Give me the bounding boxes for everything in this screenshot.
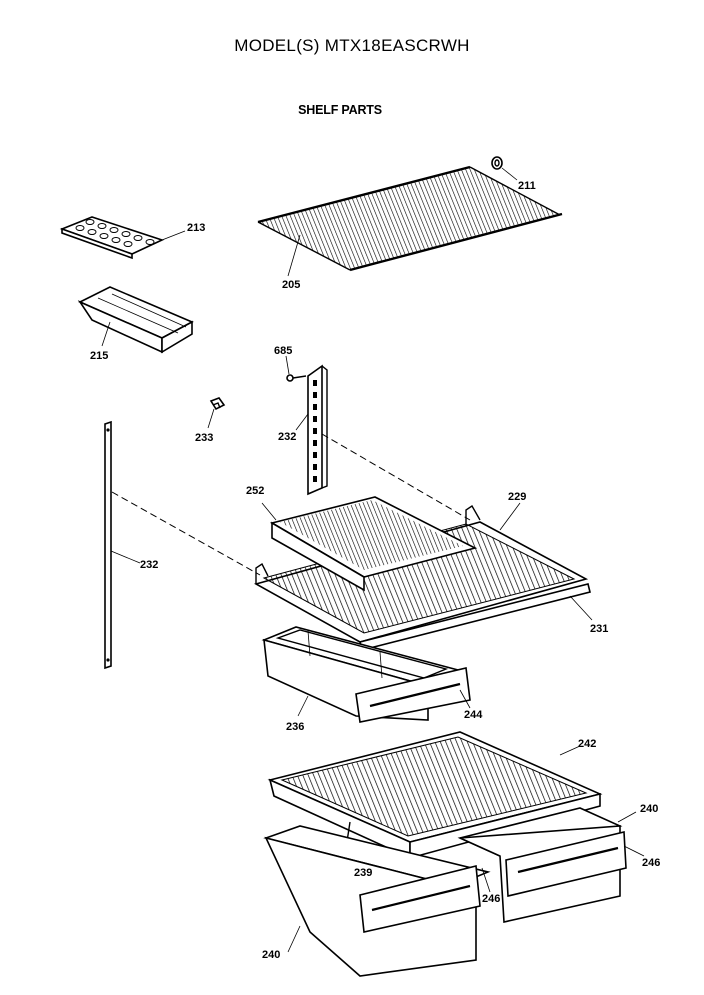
- part-685-screw: [285, 355, 307, 382]
- callout-240-left: 240: [262, 949, 280, 961]
- part-242-crisper-cover: [267, 731, 603, 860]
- part-240-left-crisper: [263, 825, 491, 977]
- callout-211: 211: [518, 180, 536, 192]
- callout-231: 231: [590, 623, 608, 635]
- section-title: SHELF PARTS: [298, 103, 382, 117]
- callout-232-lower: 232: [140, 559, 158, 571]
- callout-205: 205: [282, 279, 300, 291]
- part-211-clip: [491, 156, 518, 181]
- part-232-lower-rail: [104, 420, 141, 670]
- callout-246-right: 246: [642, 857, 660, 869]
- part-215-door-bin: [77, 286, 194, 354]
- part-236-drawer: [261, 626, 471, 723]
- part-205-wire-shelf: [257, 165, 563, 277]
- callout-233: 233: [195, 432, 213, 444]
- part-244-drawer-front: [459, 689, 471, 709]
- part-233-bracket: [207, 397, 226, 429]
- callout-215: 215: [90, 350, 108, 362]
- callout-252: 252: [246, 485, 264, 497]
- callout-244: 244: [464, 709, 483, 721]
- alignment-line-right: [321, 433, 471, 521]
- callout-246-mid: 246: [482, 893, 500, 905]
- part-240-right-crisper: [457, 807, 645, 923]
- callout-labels: 211 213 205 215 685 233 232 252 229 232 …: [90, 180, 660, 961]
- callout-242: 242: [578, 738, 596, 750]
- alignment-line-left: [111, 491, 261, 576]
- callout-239: 239: [354, 867, 372, 879]
- callout-236: 236: [286, 721, 304, 733]
- callout-685: 685: [274, 345, 292, 357]
- callout-240-right: 240: [640, 803, 658, 815]
- model-title: MODEL(S) MTX18EASCRWH: [234, 36, 470, 55]
- part-232-upper-rail: [295, 364, 328, 496]
- part-252-cover: [261, 496, 478, 592]
- part-213-egg-tray: [59, 216, 186, 260]
- callout-229: 229: [508, 491, 526, 503]
- callout-232-upper: 232: [278, 431, 296, 443]
- callout-213: 213: [187, 222, 205, 234]
